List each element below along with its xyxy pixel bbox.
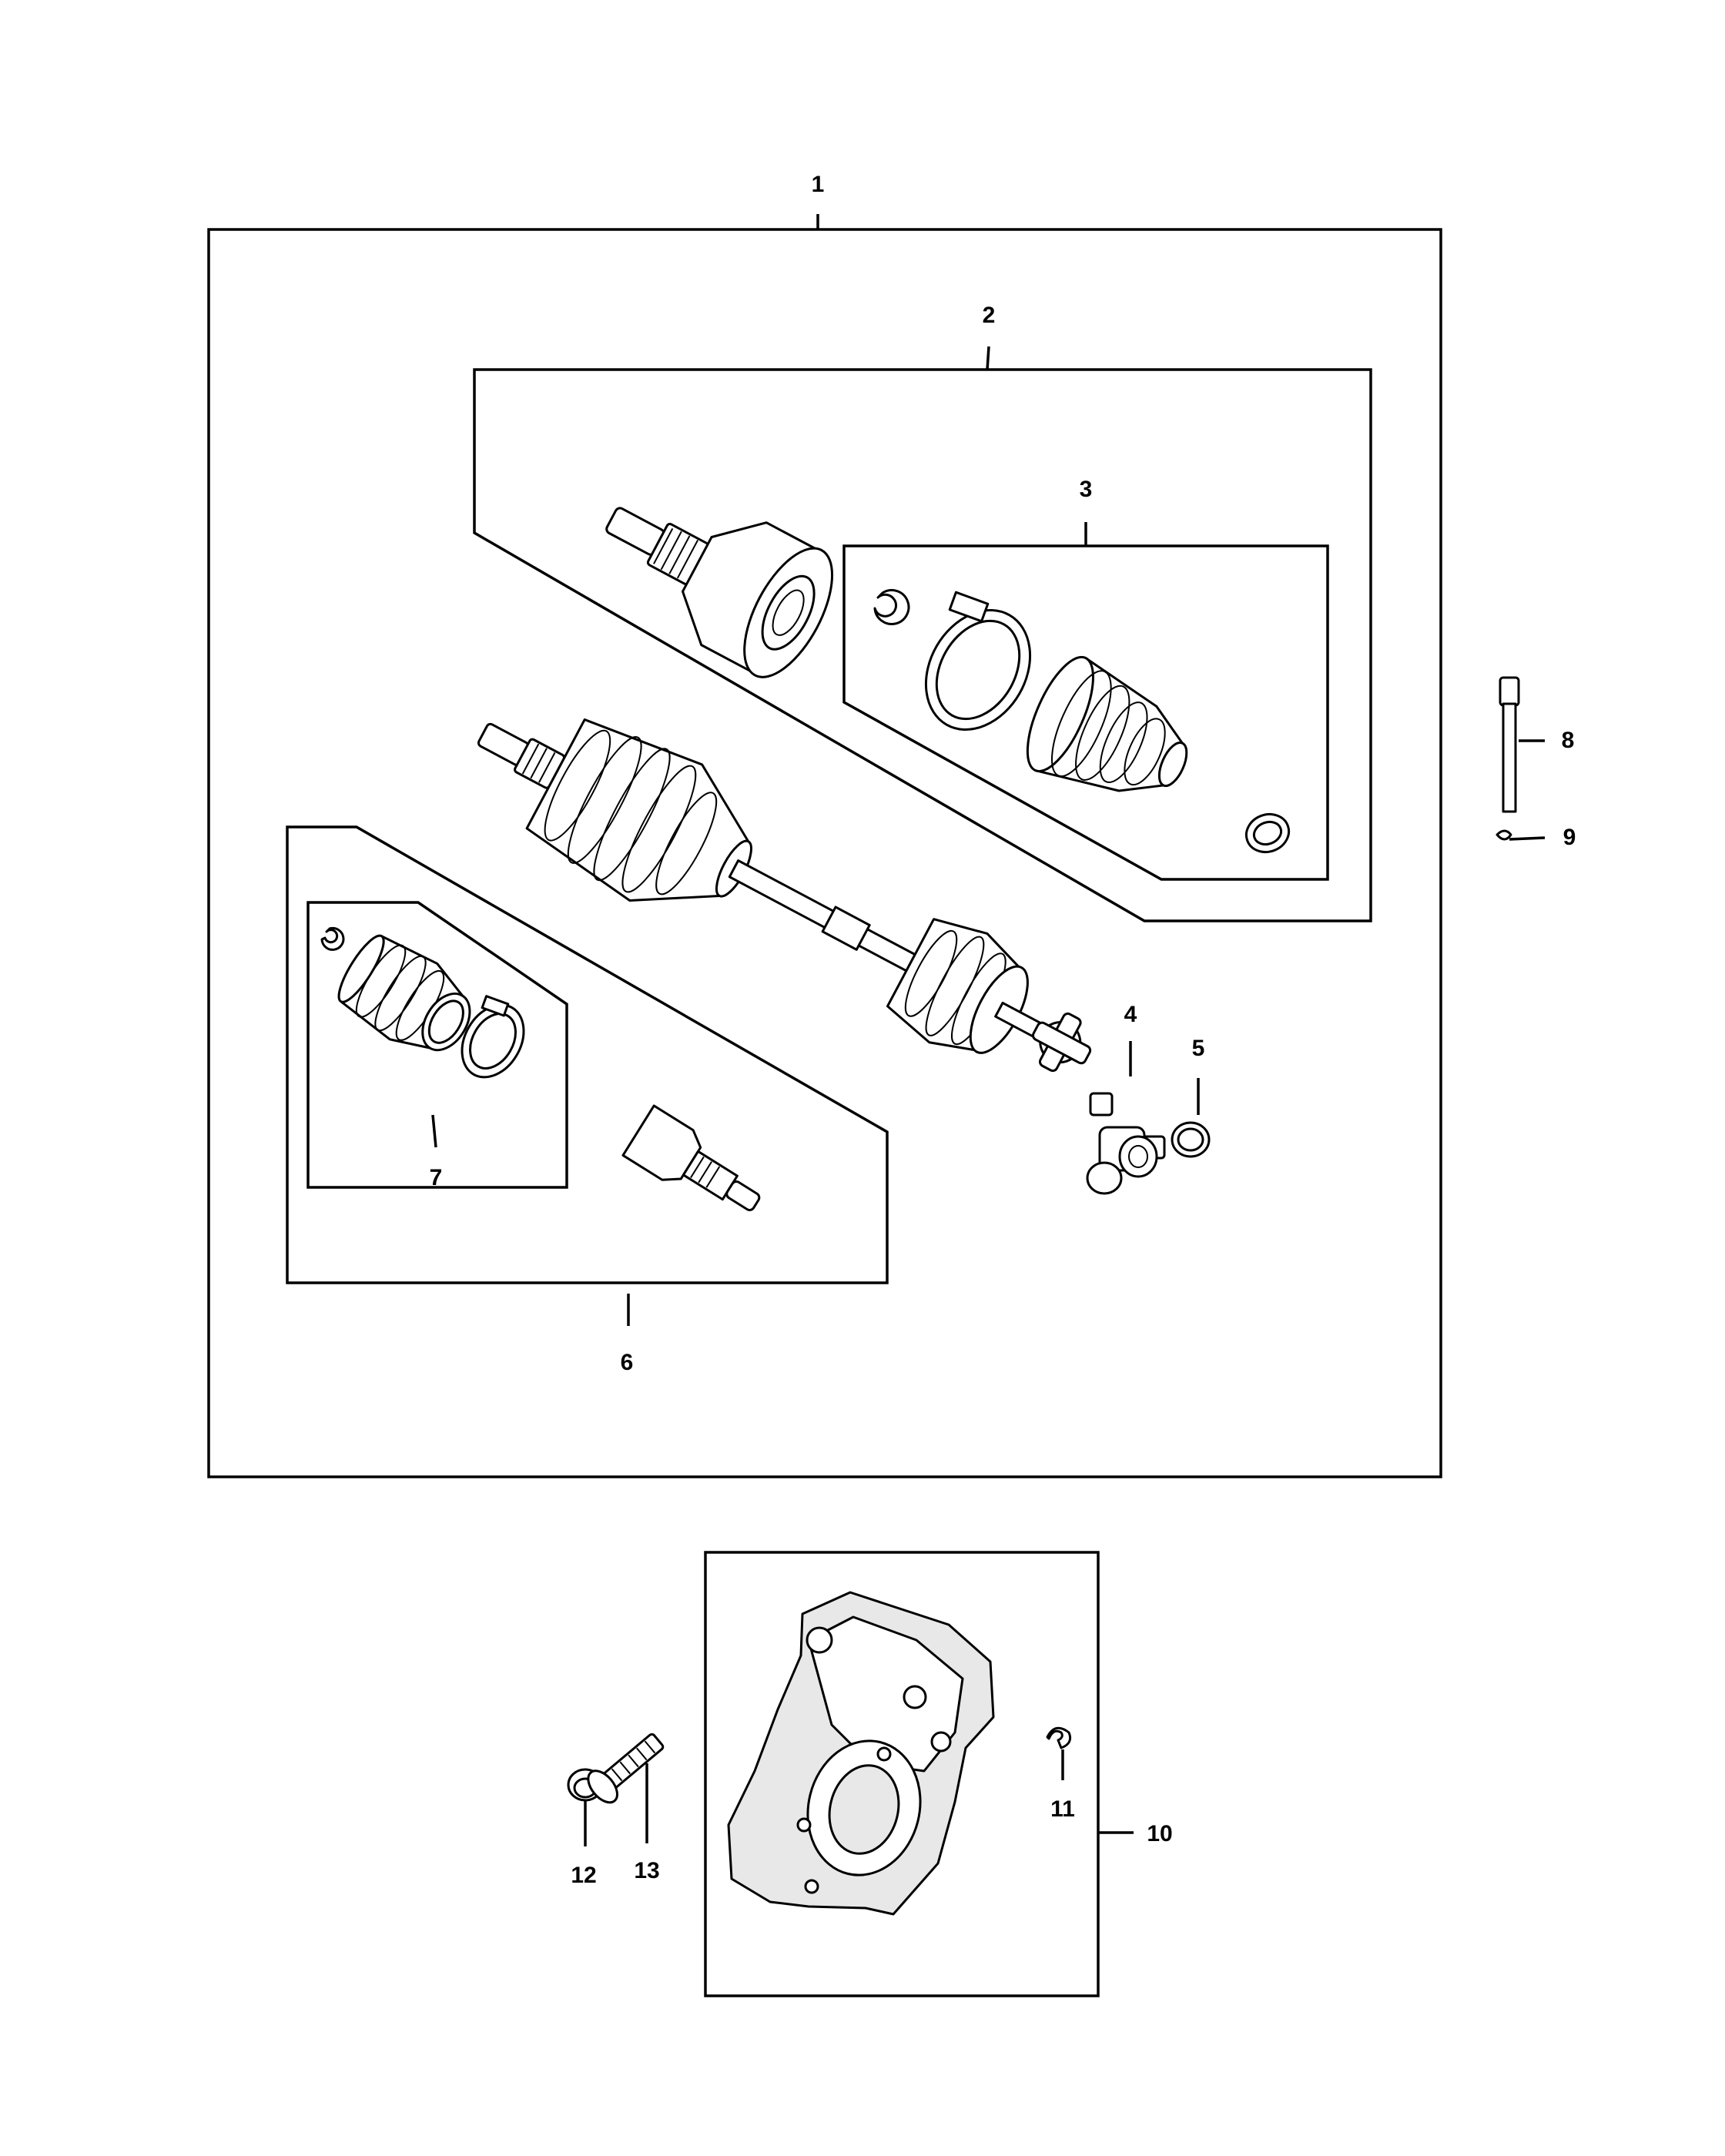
bearing-bracket-10 xyxy=(727,1591,995,1916)
snap-ring-3 xyxy=(873,589,910,625)
frame-boot-kit-3 xyxy=(842,544,1329,881)
clip-11 xyxy=(1046,1726,1072,1749)
callout-8: 8 xyxy=(1561,728,1575,753)
callout-5: 5 xyxy=(1191,1036,1205,1061)
callout-6: 6 xyxy=(620,1350,634,1375)
frame-bracket-10 xyxy=(704,1551,1100,1997)
leader-7 xyxy=(431,1114,437,1148)
callout-9: 9 xyxy=(1563,825,1576,850)
small-clamp-3 xyxy=(1244,812,1291,854)
callout-7: 7 xyxy=(429,1165,443,1190)
large-clamp-3 xyxy=(924,591,1032,731)
boot-3 xyxy=(1026,655,1188,792)
inner-joint-housing-6 xyxy=(621,1104,761,1211)
axle-shaft-assembly xyxy=(477,718,1092,1073)
leader-2 xyxy=(986,346,990,370)
callout-13: 13 xyxy=(634,1858,660,1883)
frame-boot-kit-7 xyxy=(306,901,568,1189)
clip-9 xyxy=(1496,829,1512,841)
outer-cv-joint xyxy=(605,507,834,678)
bolt-8 xyxy=(1499,676,1520,813)
callout-10: 10 xyxy=(1147,1821,1173,1846)
callout-11: 11 xyxy=(1050,1796,1075,1822)
frame-outer-joint-2 xyxy=(473,368,1372,922)
stud-bolt-13 xyxy=(587,1732,665,1804)
callout-1: 1 xyxy=(811,172,825,197)
frame-assembly-1 xyxy=(207,228,1442,1478)
frame-inner-joint-6 xyxy=(286,825,889,1284)
callout-12: 12 xyxy=(571,1863,597,1888)
inner-boot-kit-7 xyxy=(320,926,525,1079)
boot-kit-parts xyxy=(873,589,1291,854)
callout-4: 4 xyxy=(1124,1002,1137,1027)
leader-9 xyxy=(1509,836,1546,841)
callout-3: 3 xyxy=(1079,477,1093,502)
tripod-joint-4 xyxy=(1086,1092,1166,1195)
callout-2: 2 xyxy=(982,303,996,328)
snap-ring-5 xyxy=(1171,1121,1211,1158)
